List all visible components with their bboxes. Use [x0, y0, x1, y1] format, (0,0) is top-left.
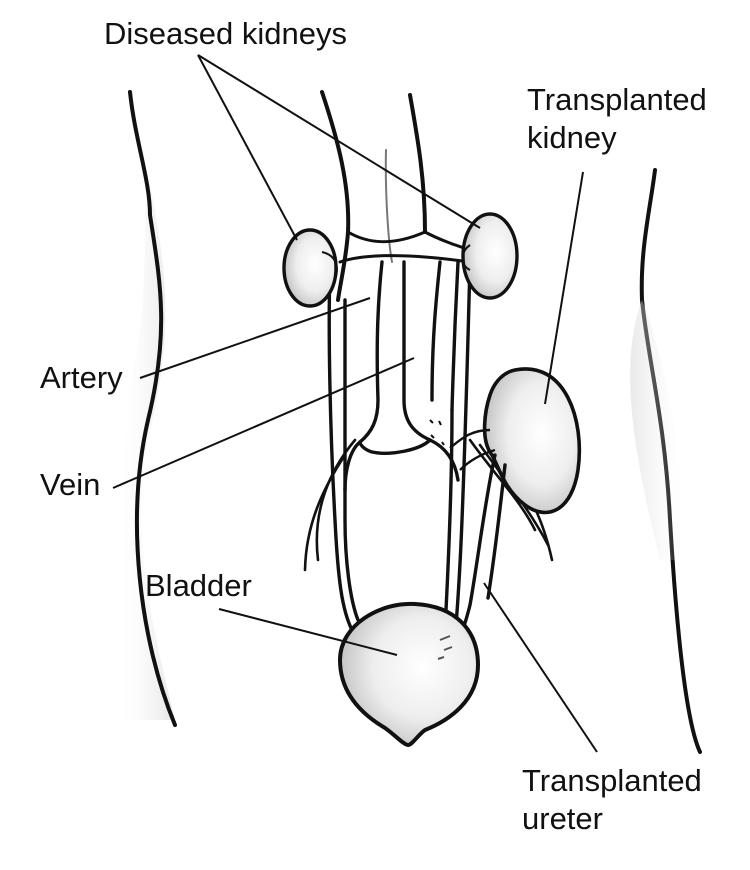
diseased-kidney-right [461, 212, 519, 300]
label-transplanted-kidney: Transplanted kidney [527, 81, 707, 157]
aorta-and-vena-cava [327, 260, 472, 632]
label-transplanted-kidney-line1: Transplanted [527, 82, 707, 117]
body-outline [116, 90, 702, 754]
diseased-kidney-left [282, 228, 338, 308]
label-transplanted-ureter-line2: ureter [522, 801, 603, 836]
label-transplanted-ureter-line1: Transplanted [522, 763, 702, 798]
leader-lines [112, 54, 598, 753]
label-transplanted-ureter: Transplanted ureter [522, 762, 702, 838]
bladder [337, 601, 481, 748]
transplanted-kidney [429, 367, 582, 515]
label-vein: Vein [40, 467, 101, 502]
label-artery: Artery [40, 360, 123, 395]
label-bladder: Bladder [145, 568, 252, 603]
label-transplanted-kidney-line2: kidney [527, 120, 617, 155]
great-vessels [320, 90, 472, 302]
label-diseased-kidneys: Diseased kidneys [104, 16, 347, 51]
